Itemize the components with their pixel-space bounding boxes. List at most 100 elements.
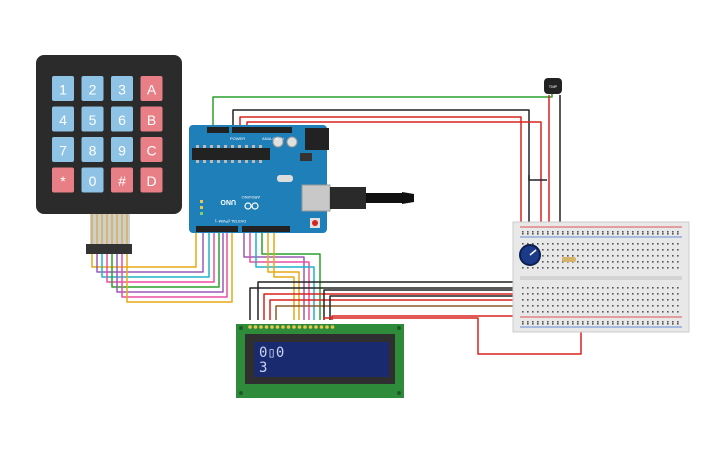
arduino-regulator <box>300 153 312 161</box>
wire-keypad-6 <box>116 232 224 293</box>
keypad-key-label: 7 <box>59 143 67 159</box>
arduino-capacitor-1 <box>272 136 284 148</box>
arduino-chip <box>192 148 270 160</box>
lcd-mount-hole-4 <box>397 391 401 395</box>
keypad-key-label: * <box>60 173 66 189</box>
wire-lcd-5 <box>267 232 300 320</box>
arduino-board: UNO ARDUINO DIGITAL (PWM~) POWER ANALOG … <box>189 125 414 233</box>
wire-lcd-gnd-3 <box>323 289 530 320</box>
usb-cable-end <box>402 192 414 204</box>
usb-cable <box>366 193 402 203</box>
keypad-key-label: 1 <box>59 82 67 98</box>
wire-lcd-led <box>323 255 582 355</box>
lcd-mount-hole-1 <box>239 326 243 330</box>
wire-lcd-2 <box>249 232 310 320</box>
arduino-header-bottom-1 <box>196 226 238 232</box>
lcd-display: 0▯0 3 <box>236 324 404 398</box>
keypad-key-label: 9 <box>118 143 126 159</box>
wire-lcd-gnd-1 <box>249 287 520 320</box>
keypad-key <box>111 76 133 101</box>
arduino-reset-icon <box>312 220 318 226</box>
keypad-key <box>81 76 104 101</box>
keypad-key <box>52 76 74 101</box>
wire-black-rail <box>528 175 547 181</box>
keypad-key-label: B <box>147 112 156 128</box>
wire-lcd-wiper <box>275 305 522 320</box>
arduino-power-jack <box>305 128 329 150</box>
lcd-mount-hole-3 <box>239 391 243 395</box>
keypad-key <box>81 167 104 193</box>
arduino-header-top-1 <box>207 127 229 133</box>
sensor-label: TMP <box>549 84 558 89</box>
keypad-key-label: 6 <box>118 112 126 128</box>
keypad-key <box>140 106 163 132</box>
temperature-sensor: TMP <box>544 78 562 94</box>
lcd-screen <box>254 342 389 377</box>
arduino-capacitor-2 <box>286 136 298 148</box>
wire-keypad-8 <box>126 232 233 303</box>
keypad-key-label: D <box>146 173 156 189</box>
arduino-logo-text: UNO <box>220 198 236 205</box>
wire-lcd-6 <box>273 232 295 320</box>
keypad-key-label: 0 <box>89 173 97 189</box>
arduino-header-analog: ANALOG IN <box>262 136 284 141</box>
usb-cable-plug <box>330 187 366 209</box>
breadboard <box>512 221 690 333</box>
keypad-key-label: 4 <box>59 112 67 128</box>
arduino-header-bottom-2 <box>242 226 290 232</box>
wire-keypad-3 <box>101 232 210 278</box>
wire-keypad-5 <box>111 232 220 288</box>
arduino-infinity-icon <box>244 202 259 210</box>
lcd-mount-hole-2 <box>397 326 401 330</box>
arduino-led-2 <box>200 206 203 209</box>
keypad-key <box>140 167 163 193</box>
wire-lcd-4 <box>261 232 321 320</box>
keypad-key <box>111 167 133 193</box>
wire-lcd-red-b <box>331 315 528 320</box>
potentiometer-wiper <box>529 249 537 256</box>
wire-keypad-1 <box>91 232 197 268</box>
keypad-key-label: 3 <box>118 82 126 98</box>
wire-lcd-vcc-2 <box>269 299 530 320</box>
arduino-usb-port <box>301 184 331 212</box>
keypad-key-label: # <box>118 173 126 189</box>
lcd-line-1: 0▯0 <box>259 345 284 361</box>
keypad-key-label: 5 <box>89 112 97 128</box>
keypad-key <box>140 76 163 101</box>
breadboard-holes <box>522 231 679 325</box>
arduino-crystal <box>277 175 293 182</box>
wire-keypad-7 <box>121 232 228 298</box>
arduino-brand-text: ARDUINO <box>242 195 260 200</box>
lcd-pins <box>248 325 335 329</box>
arduino-led-3 <box>200 212 203 215</box>
keypad-key-label: A <box>147 82 157 98</box>
keypad-key-label: 2 <box>89 82 97 98</box>
arduino-chip-pins <box>196 145 262 163</box>
arduino-header-top-2 <box>232 127 292 133</box>
keypad-header <box>86 244 132 254</box>
wire-lcd-gnd-2 <box>257 281 520 320</box>
keypad-key <box>52 137 74 162</box>
breadboard-channel <box>520 276 682 280</box>
wires <box>91 85 684 355</box>
sensor-body <box>544 78 562 94</box>
arduino-header-digital: DIGITAL (PWM~) <box>214 219 246 224</box>
keypad-ribbon <box>90 214 130 244</box>
arduino-led-1 <box>200 200 203 203</box>
keypad-key <box>81 106 104 132</box>
keypad-key <box>111 106 133 132</box>
keypad-key <box>111 137 133 162</box>
wire-keypad-2 <box>96 232 204 273</box>
keypad-key <box>52 167 74 193</box>
keypad-ribbon-lines <box>91 214 128 244</box>
keypad-key <box>52 106 74 132</box>
wire-keypad-4 <box>106 232 215 283</box>
keypad-key-label: 8 <box>89 143 97 159</box>
resistor <box>562 257 576 262</box>
arduino-header-power: POWER <box>230 136 245 141</box>
wire-lcd-vcc-1 <box>263 293 530 320</box>
keypad-key <box>81 137 104 162</box>
